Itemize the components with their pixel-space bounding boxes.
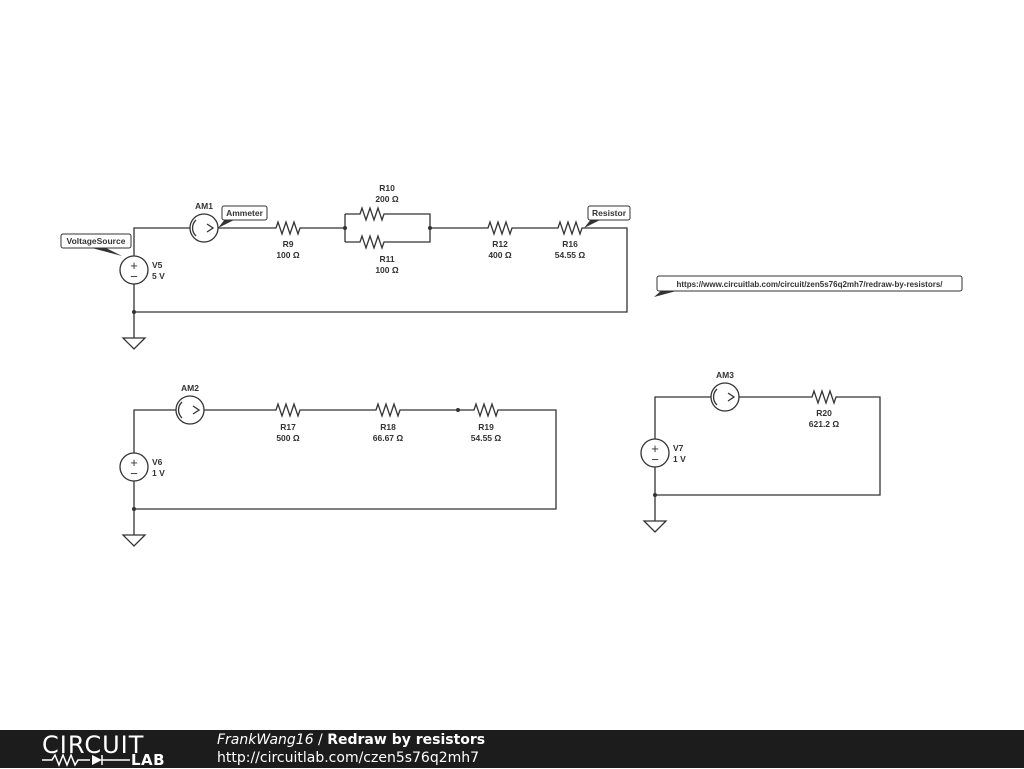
ground-symbol <box>121 337 147 350</box>
r10-value: 200 Ω <box>375 194 399 204</box>
svg-text:+: + <box>130 455 138 470</box>
br-wire-left <box>654 396 711 439</box>
svg-text:Resistor: Resistor <box>592 208 627 218</box>
svg-text:−: − <box>130 269 138 284</box>
top-circuit: + − V5 5 V AM1 R9 100 Ω R10 200 Ω R11 10… <box>60 183 963 350</box>
circuit-url-link[interactable]: http://circuitlab.com/czen5s76q2mh7 <box>217 750 480 766</box>
junction-dot <box>653 493 657 497</box>
author-link[interactable]: FrankWang16 <box>217 732 314 748</box>
am1-name: AM1 <box>195 201 213 211</box>
v6-name: V6 <box>152 457 163 467</box>
v5-value: 5 V <box>152 271 165 281</box>
svg-text:−: − <box>651 452 659 467</box>
svg-text:−: − <box>130 466 138 481</box>
svg-text:+: + <box>130 258 138 273</box>
title-separator: / <box>313 732 328 748</box>
junction-dot <box>132 310 136 314</box>
voltage-source-v7[interactable]: + − <box>640 438 670 468</box>
r17-value: 500 Ω <box>276 433 300 443</box>
r12-value: 400 Ω <box>488 250 512 260</box>
r18-value: 66.67 Ω <box>373 433 404 443</box>
r9-value: 100 Ω <box>276 250 300 260</box>
resistor-r11[interactable] <box>355 235 389 249</box>
resistor-r17[interactable] <box>271 403 305 417</box>
bl-wire-right <box>133 409 557 510</box>
v7-name: V7 <box>673 443 684 453</box>
resistor-r19[interactable] <box>469 403 503 417</box>
resistor-r12[interactable] <box>483 221 517 235</box>
circuit-link-tag[interactable]: https://www.circuitlab.com/circuit/zen5s… <box>654 275 963 297</box>
v5-name: V5 <box>152 260 163 270</box>
junction-dot <box>343 226 347 230</box>
svg-text:+: + <box>651 441 659 456</box>
r17-name: R17 <box>280 422 296 432</box>
top-wire-left <box>133 227 190 256</box>
bottom-left-circuit: + − V6 1 V AM2 R17 500 Ω R18 66.67 Ω R19… <box>119 383 557 547</box>
r18-name: R18 <box>380 422 396 432</box>
ground-symbol <box>121 534 147 547</box>
resistor-r18[interactable] <box>371 403 405 417</box>
voltage-source-v6[interactable]: + − <box>119 452 149 482</box>
r10-name: R10 <box>379 183 395 193</box>
bottom-right-circuit: + − V7 1 V AM3 R20 621.2 Ω <box>640 370 881 533</box>
r20-name: R20 <box>816 408 832 418</box>
resistor-r20[interactable] <box>807 390 841 404</box>
br-wire-right <box>654 396 881 496</box>
tag-ammeter: Ammeter <box>218 205 268 228</box>
r16-name: R16 <box>562 239 578 249</box>
r11-name: R11 <box>379 254 394 264</box>
svg-text:Ammeter: Ammeter <box>226 208 264 218</box>
resistor-r10[interactable] <box>355 207 389 221</box>
logo-text-lab: LAB <box>131 751 166 769</box>
ammeter-am1[interactable] <box>189 213 219 243</box>
ammeter-am3[interactable] <box>710 382 740 412</box>
logo-text-circuit: CIRCUIT <box>42 731 145 759</box>
svg-text:VoltageSource: VoltageSource <box>67 236 126 246</box>
r20-value: 621.2 Ω <box>809 419 840 429</box>
resistor-r16[interactable] <box>553 221 587 235</box>
circuitlab-logo[interactable]: CIRCUIT LAB <box>42 732 182 768</box>
footer-title-line: FrankWang16 / Redraw by resistors <box>217 731 485 749</box>
v7-value: 1 V <box>673 454 686 464</box>
junction-dot <box>456 408 460 412</box>
r9-name: R9 <box>283 239 294 249</box>
am2-name: AM2 <box>181 383 199 393</box>
v6-value: 1 V <box>152 468 165 478</box>
ground-symbol <box>642 520 668 533</box>
junction-dot <box>428 226 432 230</box>
resistor-r9[interactable] <box>271 221 305 235</box>
circuit-title: Redraw by resistors <box>327 732 486 748</box>
r16-value: 54.55 Ω <box>555 250 586 260</box>
top-wire-parallel-right <box>388 213 431 243</box>
top-wire-right <box>133 227 628 313</box>
svg-text:https://www.circuitlab.com/cir: https://www.circuitlab.com/circuit/zen5s… <box>676 280 943 289</box>
voltage-source-v5[interactable]: + − <box>119 255 149 285</box>
am3-name: AM3 <box>716 370 734 380</box>
bl-wire-left <box>133 409 176 453</box>
tag-resistor: Resistor <box>584 205 631 228</box>
r11-value: 100 Ω <box>375 265 399 275</box>
r12-name: R12 <box>492 239 508 249</box>
r19-name: R19 <box>478 422 494 432</box>
footer-bar: CIRCUIT LAB FrankWang16 / Redraw by resi… <box>0 730 1024 768</box>
tag-voltagesource: VoltageSource <box>60 233 132 256</box>
r19-value: 54.55 Ω <box>471 433 502 443</box>
logo-wave-icon <box>42 753 130 767</box>
ammeter-am2[interactable] <box>175 395 205 425</box>
junction-dot <box>132 507 136 511</box>
